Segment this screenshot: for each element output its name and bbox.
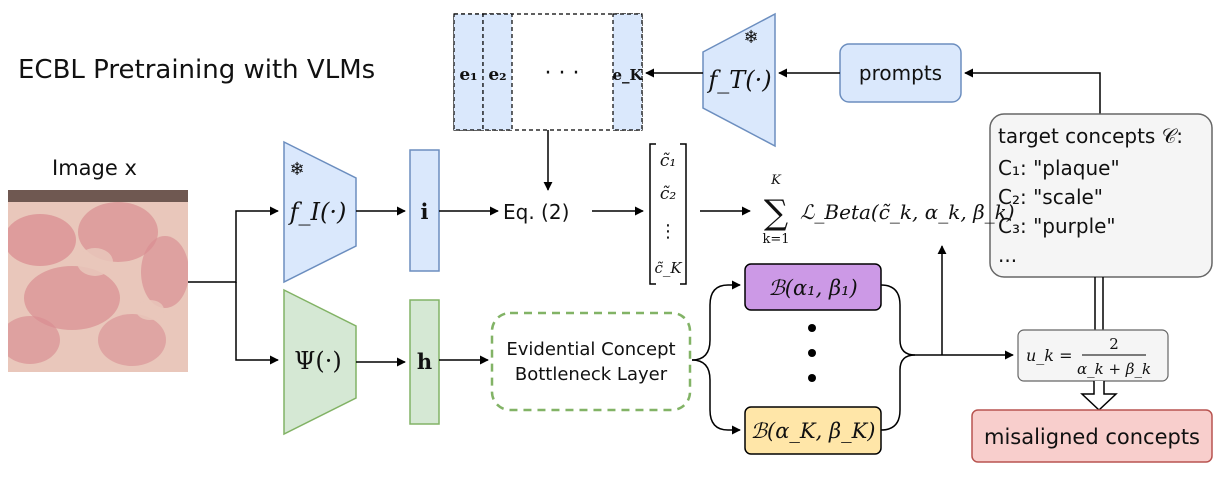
- target-concept-item: C₁: "plaque": [998, 156, 1120, 180]
- uncertainty-numerator: 2: [1109, 335, 1119, 353]
- embedding-column: [612, 13, 643, 131]
- beta-bottom-collector: [880, 354, 916, 431]
- score-cK: c̃_K: [654, 259, 682, 277]
- lesion-patch: [8, 214, 76, 266]
- snowflake-icon: ❄: [289, 159, 304, 180]
- target-concept-item: C₃: "purple": [998, 214, 1116, 238]
- concepts-to-prompts-arrow: [964, 68, 1101, 114]
- score-c1: c̃₁: [660, 151, 676, 171]
- uncertainty-to-misaligned-arrow: [1080, 381, 1118, 412]
- loss-sum-top: K: [770, 173, 782, 188]
- lesion-patch: [24, 266, 120, 330]
- prompts-label: prompts: [859, 61, 942, 85]
- ecbl-to-beta-bottom-arrow: [691, 359, 741, 435]
- skin-spot: [77, 248, 113, 276]
- equation-ref: Eq. (2): [503, 200, 569, 224]
- beta-distribution-label-K: ℬ(α_K, β_K): [751, 419, 876, 443]
- diagram-title: ECBL Pretraining with VLMs: [18, 55, 375, 85]
- ellipsis-dot: [808, 374, 816, 382]
- image-label: Image x: [52, 156, 137, 180]
- ellipsis-dot: [808, 324, 816, 332]
- ellipsis-dot: [808, 349, 816, 357]
- image-feature-label: i: [421, 199, 429, 224]
- uncertainty-lhs: u_k =: [1026, 346, 1073, 365]
- beta-top-collector: [880, 284, 916, 356]
- embedding-column: [453, 13, 484, 131]
- skin-spot: [136, 300, 164, 320]
- loss-sum-bottom: k=1: [762, 232, 789, 247]
- misaligned-concepts-label: misaligned concepts: [984, 425, 1200, 449]
- ecbl-box: [490, 311, 692, 412]
- text-encoder-label: f_T(·): [706, 66, 771, 94]
- beta-distribution-label-1: ℬ(α₁, β₁): [768, 276, 857, 300]
- backbone-label: Ψ(·): [294, 347, 341, 375]
- embedding-column: [482, 13, 513, 131]
- loss-expression: ℒ_Beta(c̃_k, α_k, β_k): [800, 200, 1015, 224]
- beta-distribution-box-1: [744, 263, 882, 311]
- image-to-psi-arrow: [235, 282, 279, 365]
- lesion-patch: [8, 316, 60, 364]
- embedding-e1: e₁: [459, 65, 477, 85]
- embedding-e2: e₂: [488, 65, 506, 85]
- image-feature-vector: [409, 149, 440, 272]
- ecbl-label-line1: Evidential Concept: [506, 339, 675, 360]
- score-c2: c̃₂: [660, 184, 677, 204]
- hidden-feature-vector: [409, 299, 440, 425]
- right-bracket: [680, 143, 687, 285]
- ecbl-label-line2: Bottleneck Layer: [515, 364, 668, 385]
- lesion-patch: [98, 314, 166, 366]
- hidden-feature-label: h: [417, 349, 432, 374]
- image-top-shadow: [8, 190, 188, 202]
- image-to-fi-arrow: [188, 206, 279, 283]
- lesion-patch: [141, 236, 188, 308]
- skin-image: [8, 190, 188, 372]
- uncertainty-denominator: α_k + β_k: [1077, 360, 1151, 378]
- loss-sum-sign: ∑: [764, 193, 788, 233]
- target-concepts-more: ...: [998, 243, 1017, 267]
- image-encoder-label: f_I(·): [288, 198, 347, 226]
- ecbl-to-beta-top-arrow: [691, 280, 741, 361]
- misaligned-concepts-box: [971, 409, 1213, 463]
- score-dots: ⋮: [659, 221, 677, 242]
- image-encoder-trapezoid: [283, 140, 357, 284]
- target-concepts-box: [989, 113, 1213, 278]
- backbone-trapezoid: [283, 288, 357, 436]
- target-concepts-header: target concepts 𝒞:: [998, 124, 1183, 148]
- embedding-eK: e_K: [612, 66, 643, 84]
- snowflake-icon: ❄: [743, 27, 758, 48]
- left-bracket: [649, 143, 656, 285]
- lesion-patch: [78, 202, 158, 262]
- target-concept-item: C₂: "scale": [998, 185, 1103, 209]
- embedding-dots: · · ·: [545, 61, 580, 86]
- text-encoder-trapezoid: [702, 12, 776, 148]
